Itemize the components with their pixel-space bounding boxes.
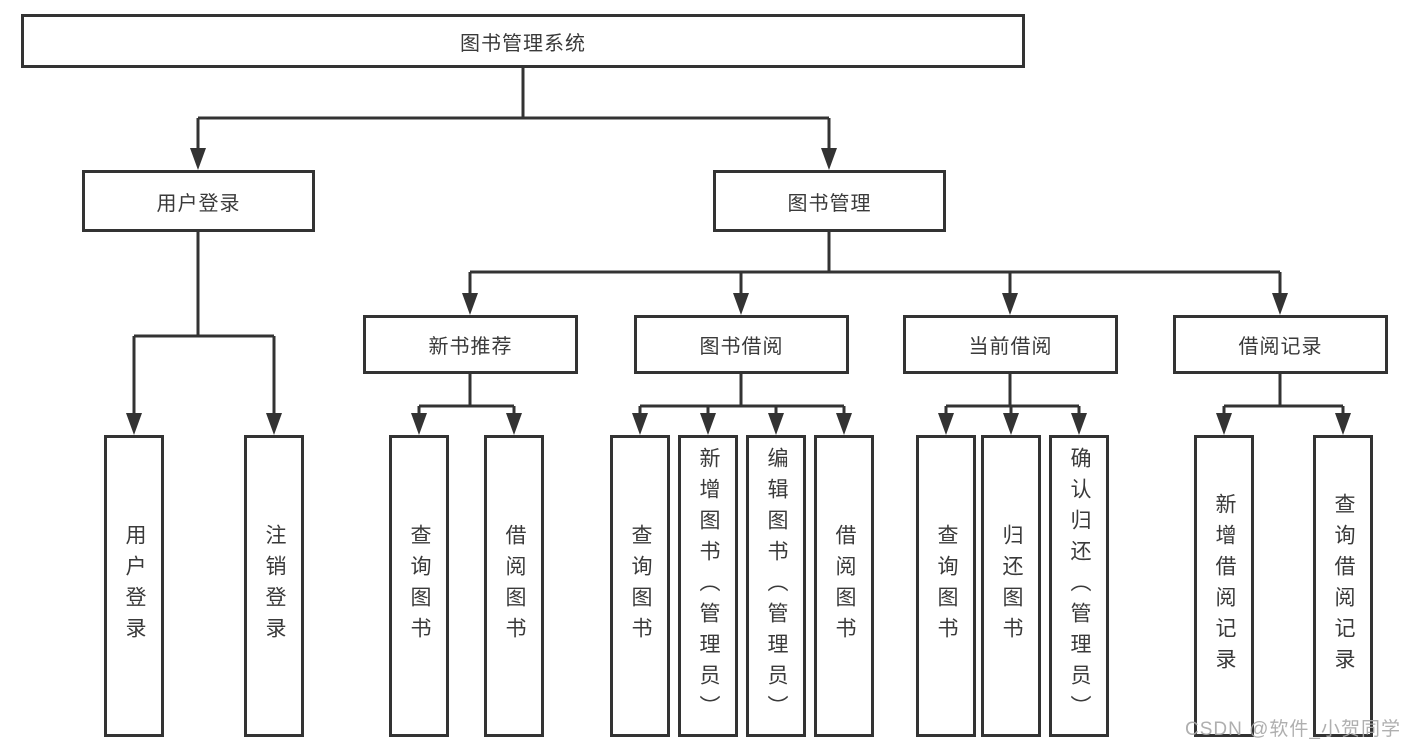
watermark-text: CSDN @软件_小贺同学 <box>1185 719 1401 740</box>
node-add-book-admin: 新增图书（管理员） <box>678 435 738 737</box>
node-return-books: 归还图书 <box>981 435 1041 737</box>
node-edit-book-admin: 编辑图书（管理员） <box>746 435 806 737</box>
node-query-books-current: 查询图书 <box>916 435 976 737</box>
node-logout: 注销登录 <box>244 435 304 737</box>
node-query-books-borrow: 查询图书 <box>610 435 670 737</box>
node-borrowing-records: 借阅记录 <box>1173 315 1388 374</box>
node-current-borrowing: 当前借阅 <box>903 315 1118 374</box>
node-borrow-books: 借阅图书 <box>814 435 874 737</box>
node-confirm-return-admin: 确认归还（管理员） <box>1049 435 1109 737</box>
node-new-book-recommendation: 新书推荐 <box>363 315 578 374</box>
node-query-borrow-record: 查询借阅记录 <box>1313 435 1373 737</box>
node-query-books-recommend: 查询图书 <box>389 435 449 737</box>
node-book-borrowing: 图书借阅 <box>634 315 849 374</box>
node-user-login-branch: 用户登录 <box>82 170 315 232</box>
node-user-login: 用户登录 <box>104 435 164 737</box>
tree-edges <box>132 68 1345 417</box>
node-book-management-branch: 图书管理 <box>713 170 946 232</box>
node-borrow-books-recommend: 借阅图书 <box>484 435 544 737</box>
node-add-borrow-record: 新增借阅记录 <box>1194 435 1254 737</box>
node-library-management-system: 图书管理系统 <box>21 14 1025 68</box>
